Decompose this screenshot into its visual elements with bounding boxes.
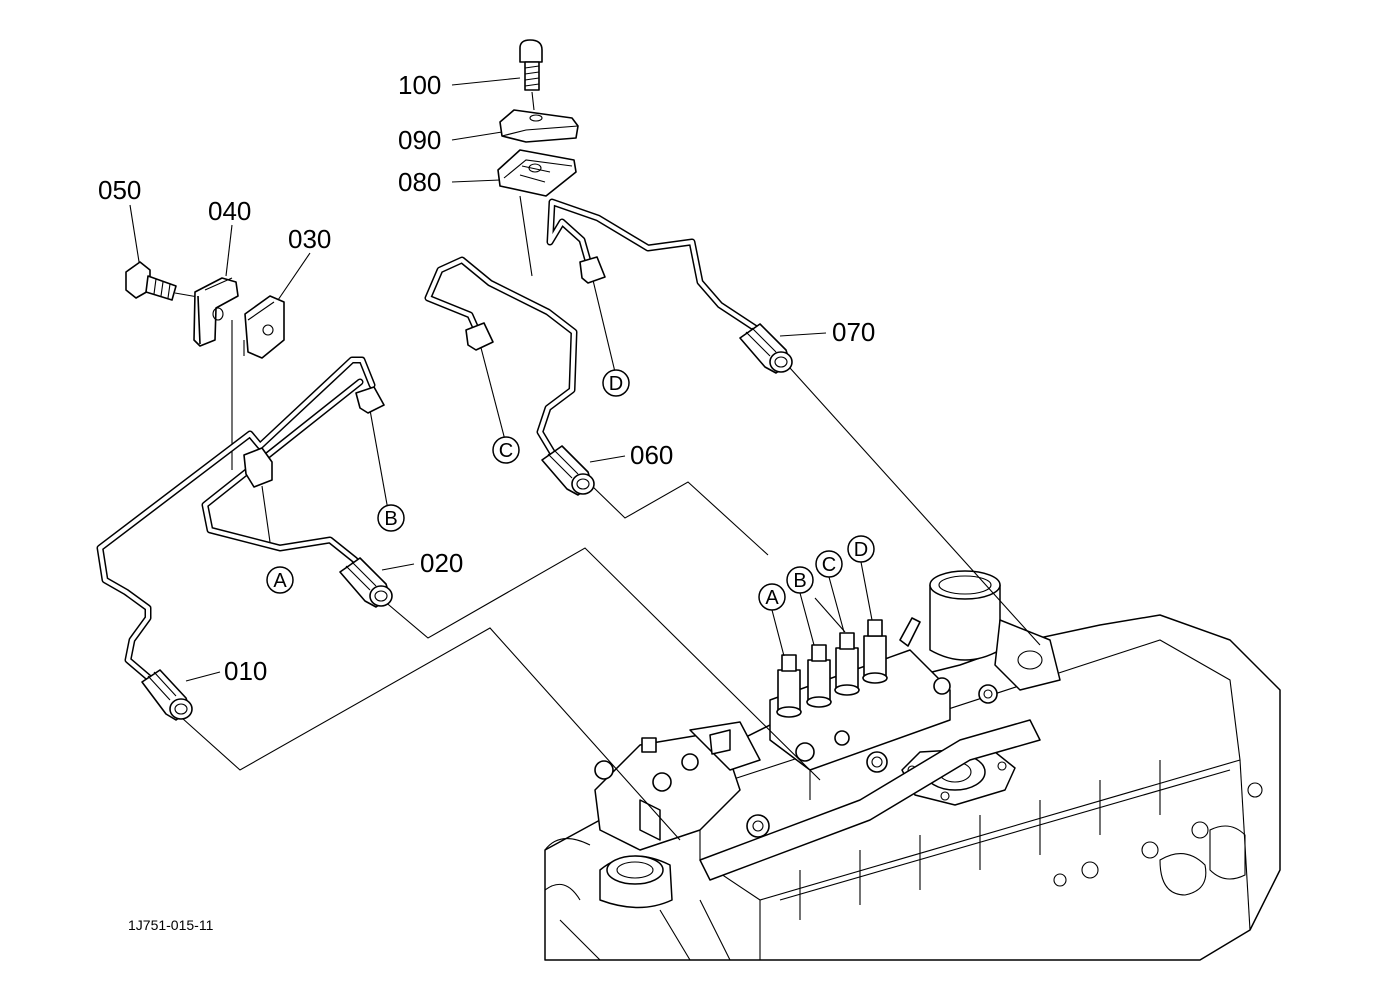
drawing-reference-code: 1J751-015-11 <box>128 917 214 933</box>
injector-b <box>806 644 832 708</box>
water-outlet <box>929 570 1061 691</box>
label-070: 070 <box>832 317 875 347</box>
bolt-050 <box>125 261 177 301</box>
clamp-080 <box>497 149 577 197</box>
fitting-060 <box>541 445 595 496</box>
marker-d-pipe: D <box>602 369 630 397</box>
part-labels: 100 090 080 050 040 030 070 060 020 010 <box>98 70 875 686</box>
fitting-010 <box>141 669 193 721</box>
label-080: 080 <box>398 167 441 197</box>
label-050: 050 <box>98 175 141 205</box>
marker-c-injector: C <box>815 550 843 578</box>
label-030: 030 <box>288 224 331 254</box>
pipe-070 <box>546 198 762 334</box>
fitting-070 <box>739 323 793 374</box>
svg-text:B: B <box>793 570 806 592</box>
svg-text:D: D <box>609 373 623 395</box>
svg-text:B: B <box>384 508 397 530</box>
connection-markers: A B C D A B C D <box>266 369 875 657</box>
engine-cylinder-head <box>544 570 1281 961</box>
svg-text:C: C <box>822 554 836 576</box>
injector-d <box>862 619 888 684</box>
fitting-020 <box>339 557 393 608</box>
pipe-clamp-lower <box>243 447 273 488</box>
marker-c-pipe: C <box>492 436 520 464</box>
marker-a-pipe: A <box>266 566 294 594</box>
label-090: 090 <box>398 125 441 155</box>
injector-c <box>834 632 860 696</box>
injector-a <box>776 654 802 718</box>
pipe-010 <box>96 356 376 687</box>
clamp-090 <box>499 109 579 143</box>
label-040: 040 <box>208 196 251 226</box>
marker-d-injector: D <box>847 535 875 563</box>
svg-text:A: A <box>765 587 779 609</box>
svg-text:D: D <box>854 539 868 561</box>
pipe-060 <box>424 256 578 456</box>
front-housing <box>594 721 761 851</box>
marker-b-pipe: B <box>377 504 405 532</box>
pipe-020 <box>201 378 364 564</box>
label-060: 060 <box>630 440 673 470</box>
marker-a-injector: A <box>758 583 786 611</box>
svg-text:A: A <box>273 570 287 592</box>
clamp-040 <box>193 277 239 347</box>
clamp-030 <box>244 295 285 359</box>
bolt-100 <box>519 39 543 91</box>
label-020: 020 <box>420 548 463 578</box>
svg-text:C: C <box>499 440 513 462</box>
label-010: 010 <box>224 656 267 686</box>
marker-b-injector: B <box>786 566 814 594</box>
label-100: 100 <box>398 70 441 100</box>
pipe-nuts <box>355 256 606 414</box>
